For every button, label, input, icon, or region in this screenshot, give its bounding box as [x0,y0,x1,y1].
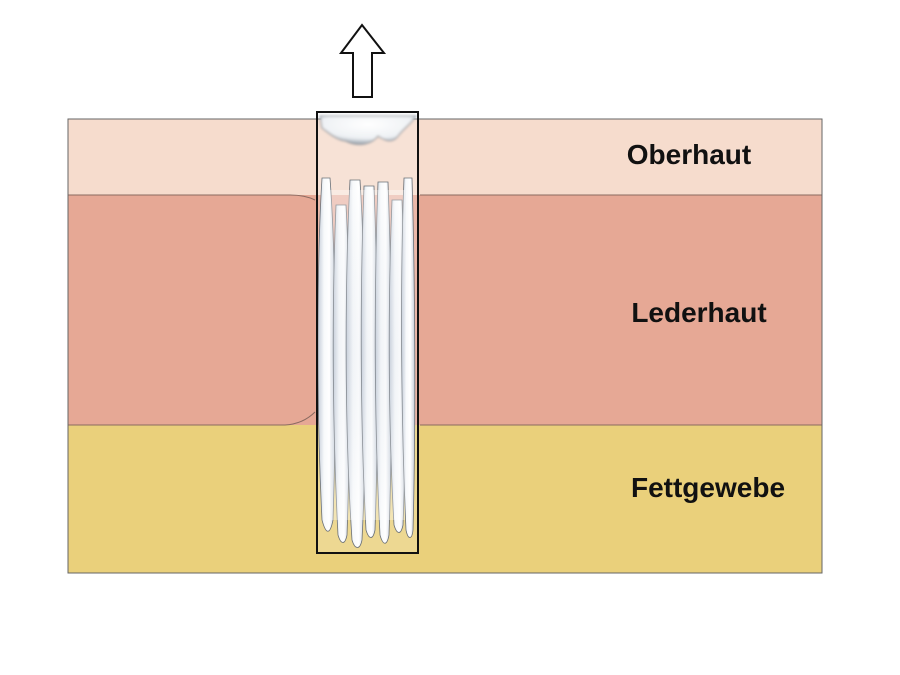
layer-subcutis [68,425,822,573]
tissue-sample [316,111,419,554]
boundary-dermis-subcutis [68,411,316,426]
sample-frame [316,111,419,554]
tissue-core-shade [330,190,405,520]
layer-dermis [68,195,822,425]
label-epidermis: Oberhaut [627,139,751,170]
extraction-arrow-icon [339,23,387,98]
skin-layers [67,118,823,574]
sample-cap [319,115,417,145]
label-subcutis: Fettgewebe [631,472,785,503]
layer-epidermis [68,119,822,195]
boundary-epidermis-dermis [68,194,316,201]
skin-outline [67,118,823,574]
label-dermis: Lederhaut [631,297,766,328]
